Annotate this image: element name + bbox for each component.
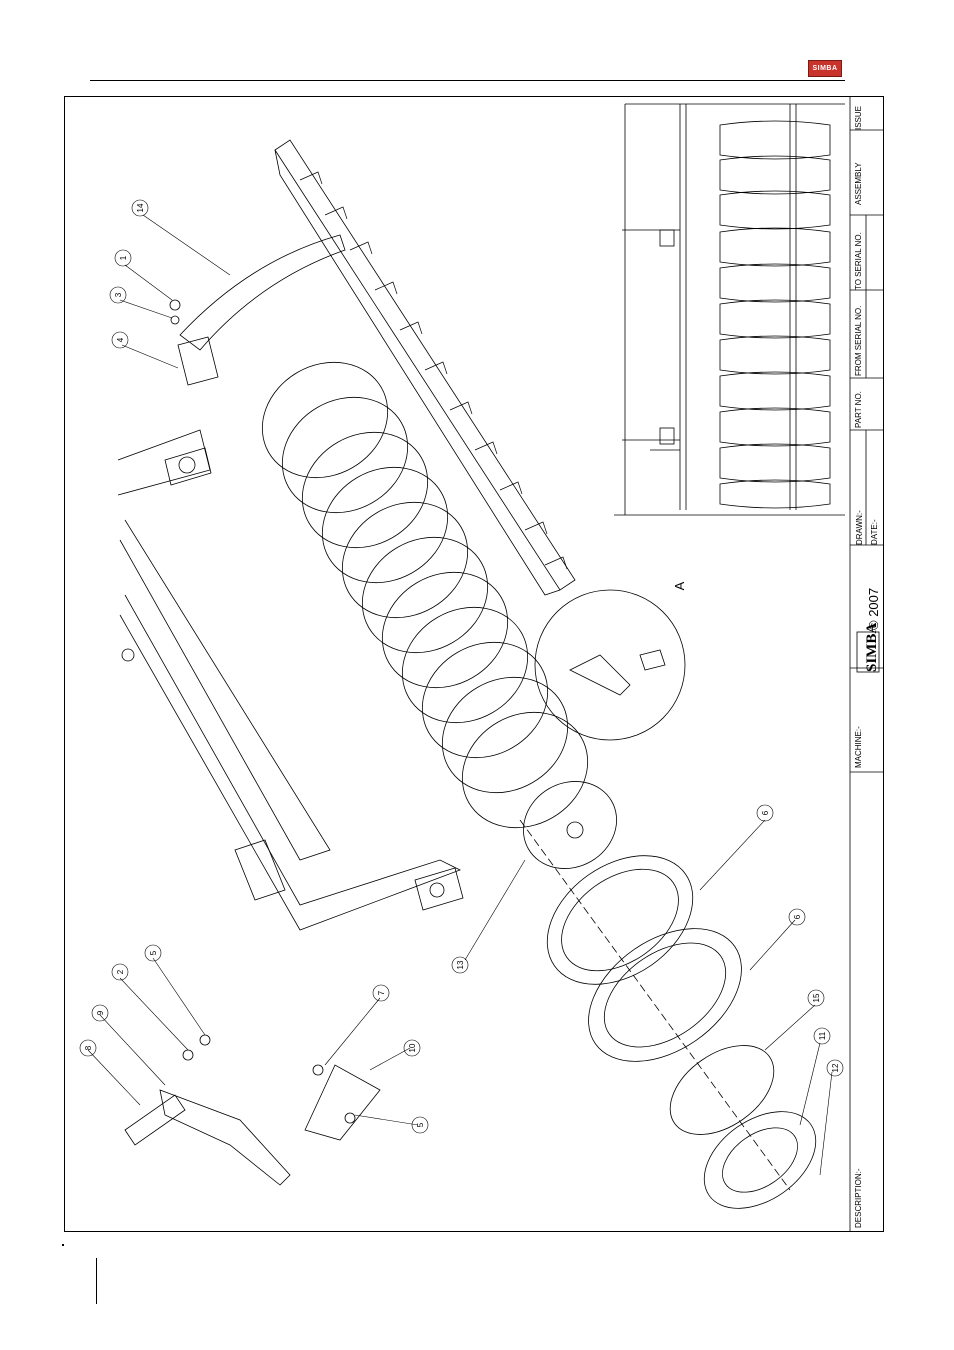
curved-arm xyxy=(180,235,345,350)
callout-8: 8 xyxy=(84,1045,93,1050)
callout-5b: 5 xyxy=(416,1122,425,1127)
end-plate-11-inner xyxy=(711,1115,810,1206)
callout-13: 13 xyxy=(456,960,465,969)
callout-1: 1 xyxy=(119,255,128,260)
title-machine: MACHINE:- xyxy=(854,726,863,768)
scraper-tine-9 xyxy=(160,1090,290,1185)
bolt-7 xyxy=(313,1065,323,1075)
callout-3: 3 xyxy=(114,292,123,297)
end-drum xyxy=(507,765,632,886)
disc-ring-6a-inner xyxy=(543,848,698,991)
callout-15: 15 xyxy=(812,993,821,1002)
washer-3 xyxy=(171,316,179,324)
end-plate-11 xyxy=(686,1092,833,1229)
nut-5b xyxy=(345,1113,355,1123)
bracket-10 xyxy=(305,1065,380,1140)
title-from-serial: FROM SERIAL NO. xyxy=(854,306,863,376)
roller-rings xyxy=(241,340,609,850)
callout-11: 11 xyxy=(818,1031,827,1040)
centre-line xyxy=(520,820,790,1190)
title-drawn: DRAWN:- xyxy=(855,510,864,545)
detail-a-label: A xyxy=(672,581,687,590)
title-issue: ISSUE xyxy=(854,106,863,130)
detail-a-bracket xyxy=(570,655,630,695)
disc-ring-6b-inner xyxy=(585,922,745,1069)
callout-12: 12 xyxy=(831,1063,840,1072)
callout-6b: 6 xyxy=(793,914,802,919)
callout-7: 7 xyxy=(377,990,386,995)
plan-view-discs xyxy=(720,121,830,508)
callout-6a: 6 xyxy=(761,810,770,815)
callout-bubbles xyxy=(80,200,843,1133)
title-date: DATE:- xyxy=(870,519,879,545)
title-assembly: ASSEMBLY xyxy=(854,162,863,205)
callout-14: 14 xyxy=(136,203,145,212)
callout-4: 4 xyxy=(116,337,125,342)
detail-a-clip xyxy=(640,650,665,670)
scraper-bar xyxy=(275,140,575,595)
callout-9: 9 xyxy=(96,1010,105,1015)
title-to-serial: TO SERIAL NO. xyxy=(854,232,863,290)
title-part-no: PART NO. xyxy=(854,391,863,428)
plan-view xyxy=(614,104,845,515)
u-bolt xyxy=(178,337,218,385)
drum-hub xyxy=(567,822,583,838)
callout-2: 2 xyxy=(116,969,125,974)
disc-ring-6a xyxy=(523,829,717,1011)
disc-ring-6b xyxy=(564,901,766,1089)
washer-2 xyxy=(183,1050,193,1060)
title-brand: SIMBA xyxy=(864,623,880,672)
footer-rule xyxy=(96,1258,97,1304)
callout-10: 10 xyxy=(408,1043,417,1052)
callout-5a: 5 xyxy=(149,950,158,955)
nut-5a xyxy=(200,1035,210,1045)
title-description: DESCRIPTION:- xyxy=(854,1168,863,1228)
bolt-1 xyxy=(170,300,180,310)
roller-frame xyxy=(118,430,463,930)
